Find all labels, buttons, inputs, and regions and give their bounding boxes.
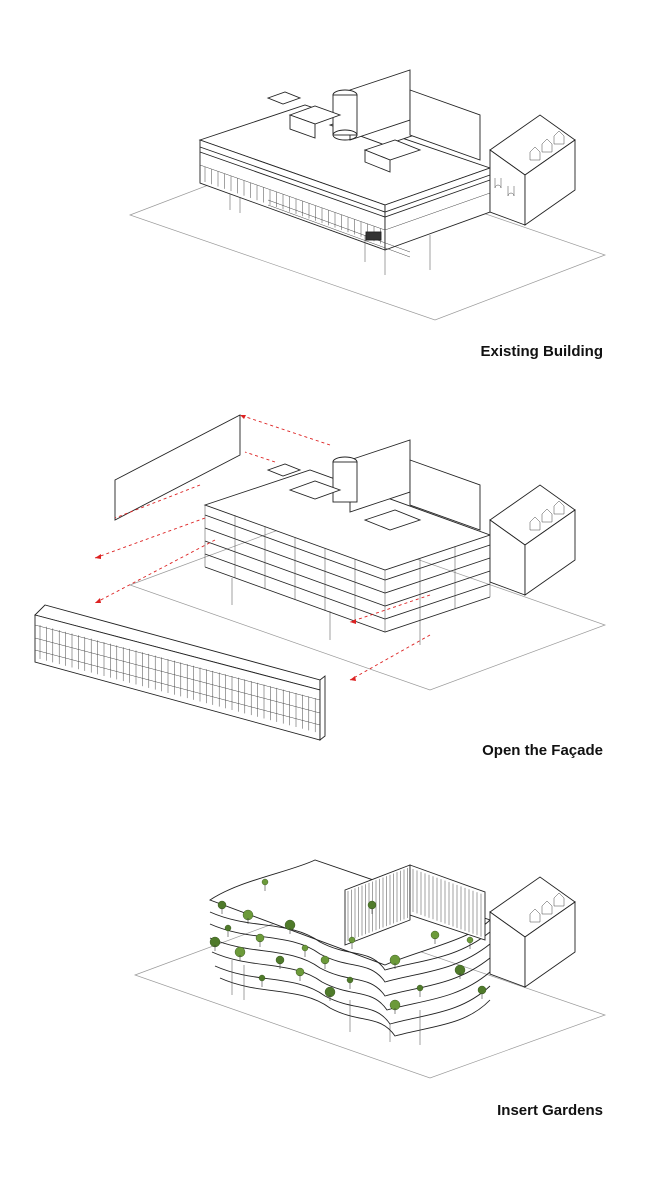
existing-building-drawing (128, 69, 607, 321)
tree-icon (477, 985, 487, 995)
caption-insert-gardens: Insert Gardens (497, 1102, 603, 1119)
step-existing-building: Existing Building (0, 0, 650, 370)
caption-open-facade: Open the Façade (482, 742, 603, 759)
caption-existing-building: Existing Building (480, 343, 604, 360)
tree-icon (258, 974, 266, 982)
tree-icon (346, 976, 354, 984)
tree-icon (295, 967, 305, 977)
tree-icon (430, 930, 440, 940)
step-open-facade: Open the Façade (0, 400, 650, 770)
insert-gardens-drawing (133, 859, 607, 1079)
tree-icon (367, 900, 377, 910)
step-insert-gardens: Insert Gardens (0, 820, 650, 1191)
tree-icon (320, 955, 330, 965)
tree-icon (261, 878, 269, 886)
tree-icon (466, 936, 474, 944)
tree-icon (301, 944, 309, 952)
tree-icon (348, 936, 356, 944)
tree-icon (275, 955, 285, 965)
tree-icon (255, 933, 265, 943)
tree-icon (224, 924, 232, 932)
open-facade-drawing (34, 414, 607, 741)
tree-icon (416, 984, 424, 992)
tree-icon (217, 900, 227, 910)
